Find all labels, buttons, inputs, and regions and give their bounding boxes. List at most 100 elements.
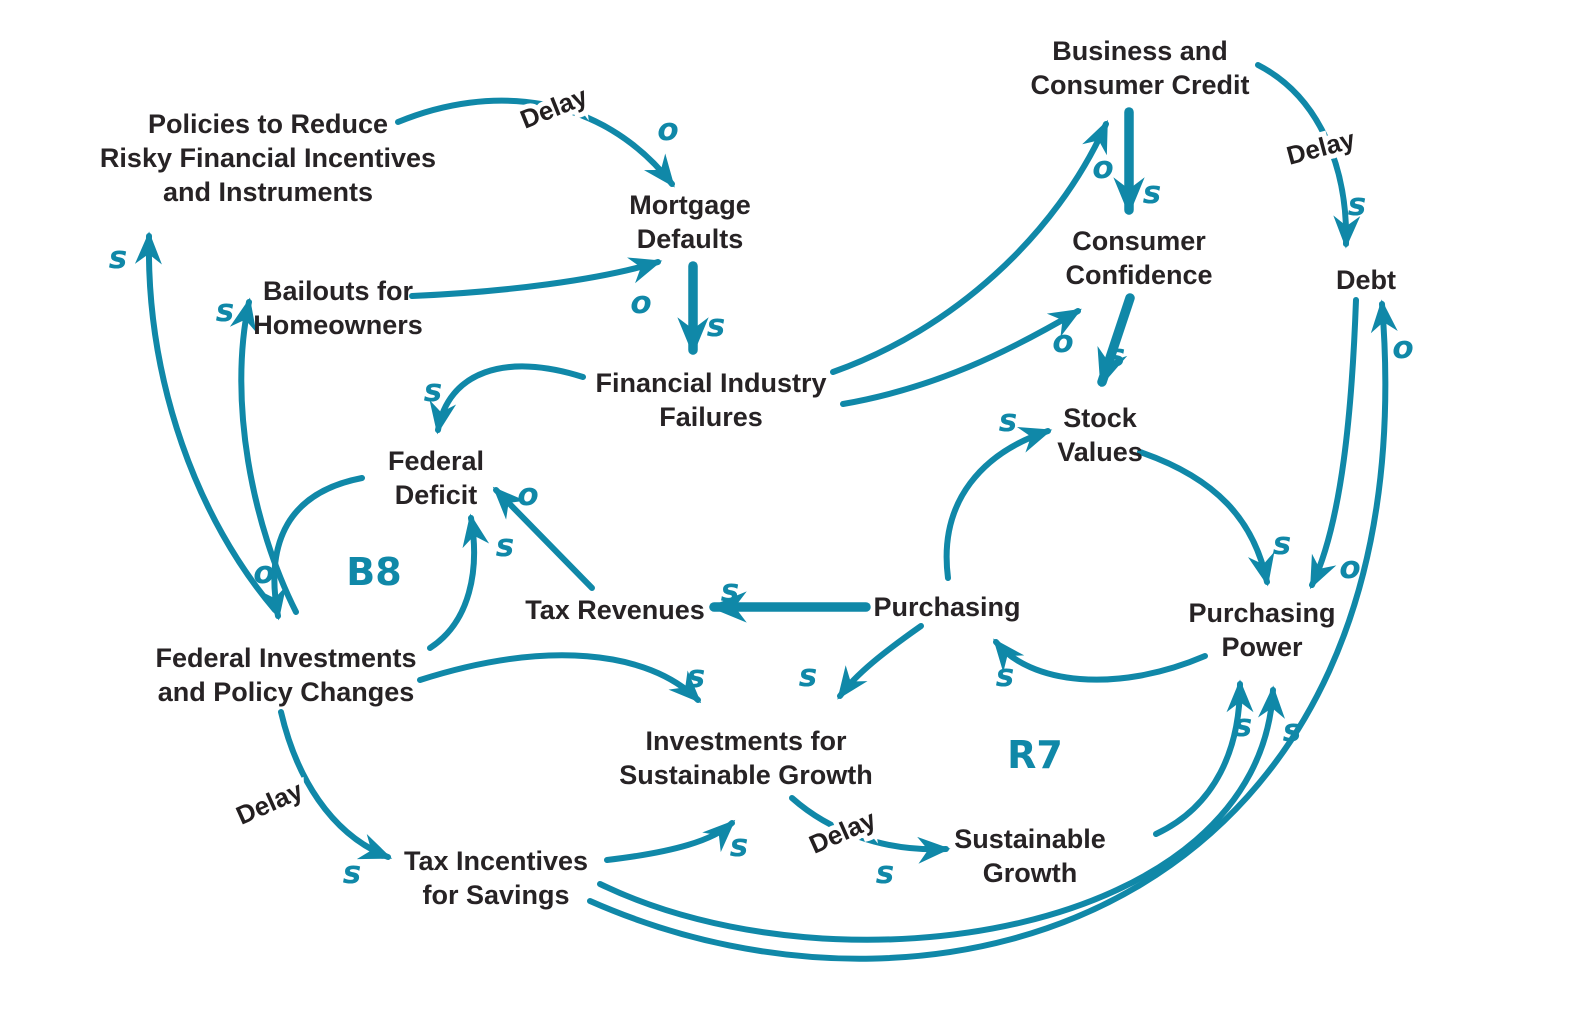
edge-deficit-to-fedinv: [259, 475, 365, 621]
delay-label-fedinv-taxinc: Delay: [232, 775, 308, 831]
node-sustainable-growth: Sustainable Growth: [954, 822, 1106, 890]
polarity-credit-confidence-s: s: [1143, 175, 1161, 211]
edge-taxinc-to-investments: [604, 819, 736, 863]
node-investments-sustainable-growth: Investments for Sustainable Growth: [619, 724, 873, 792]
node-debt-line: Debt: [1336, 265, 1396, 295]
polarity-fedinv-taxinc-s: s: [343, 855, 361, 891]
polarity-failures-deficit-s: s: [424, 373, 442, 409]
polarity-taxinc-debt-o: o: [1392, 330, 1413, 366]
node-purchasing-power: Purchasing Power: [1188, 596, 1335, 664]
node-bailouts-line: Bailouts for: [262, 276, 414, 306]
node-stock-values: Stock Values: [1057, 401, 1143, 469]
node-policies: Policies to Reduce Risky Financial Incen…: [100, 107, 436, 209]
edge-failures-to-deficit: [429, 363, 586, 435]
node-stock-values-line: Stock: [1063, 403, 1137, 433]
polarity-taxinc-investments-s: s: [730, 828, 748, 864]
edge-fedinv-to-deficit: [427, 513, 490, 651]
edge-bailouts-to-mortgage: [409, 257, 663, 299]
node-investments-sustainable-growth-line: Investments for: [645, 726, 847, 756]
delay-label-credit-debt: Delay: [1283, 124, 1358, 171]
node-sustainable-growth-line: Growth: [982, 858, 1078, 888]
edge-stock-to-power: [1137, 449, 1275, 587]
edge-failures-to-confidence: [840, 308, 1082, 407]
node-tax-incentives: Tax Incentives for Savings: [404, 844, 588, 912]
polarity-taxinc-power-s: s: [1283, 713, 1301, 749]
edge-failures-to-credit: [830, 119, 1109, 375]
polarity-purchasing-revenues-s: s: [721, 573, 739, 609]
edge-purchasing-to-investments: [837, 623, 924, 700]
node-consumer-confidence-line: Consumer: [1072, 226, 1206, 256]
delay-label-policies-mortgage: Delay: [516, 81, 592, 135]
edge-debt-to-power: [1309, 297, 1359, 590]
node-policies-line: Policies to Reduce: [147, 109, 389, 139]
node-mortgage-defaults-line: Mortgage: [629, 190, 751, 220]
polarity-fedinv-bailouts-s: s: [216, 293, 234, 329]
node-bailouts-line: Homeowners: [253, 310, 423, 340]
polarity-purchasing-stock-s: s: [999, 403, 1017, 439]
edge-taxinc-to-power: [597, 685, 1285, 943]
polarity-mortgage-failures-s: s: [707, 308, 725, 344]
delay-label-investments-sustainable: Delay: [805, 804, 881, 860]
node-tax-revenues-line: Tax Revenues: [525, 595, 705, 625]
polarity-investments-sustainable-s: s: [876, 855, 894, 891]
node-mortgage-defaults-line: Defaults: [636, 224, 744, 254]
loop-label-b8: B8: [346, 550, 401, 594]
node-tax-incentives-line: Tax Incentives: [403, 846, 589, 876]
edge-fedinv-to-bailouts: [229, 297, 299, 615]
node-federal-deficit-line: Deficit: [394, 480, 478, 510]
polarity-power-purchasing-s: s: [996, 658, 1014, 694]
polarity-failures-confidence-o: o: [1052, 324, 1073, 360]
node-purchasing-power-line: Power: [1221, 632, 1303, 662]
node-debt: Debt: [1336, 263, 1396, 297]
node-policies-line: and Instruments: [162, 177, 374, 207]
node-federal-investments-line: Federal Investments: [155, 643, 417, 673]
node-stock-values-line: Values: [1057, 437, 1143, 467]
node-financial-industry-failures-line: Financial Industry: [595, 368, 827, 398]
node-purchasing-power-line: Purchasing: [1188, 598, 1336, 628]
edge-sustainable-to-power: [1153, 679, 1254, 837]
node-tax-revenues: Tax Revenues: [525, 593, 705, 627]
polarity-deficit-fedinv-o: o: [253, 555, 274, 591]
loop-label-r7: R7: [1007, 733, 1063, 777]
node-federal-deficit-line: Federal: [387, 446, 485, 476]
edge-revenues-to-deficit: [492, 486, 595, 591]
polarity-stock-power-s: s: [1273, 526, 1291, 562]
node-consumer-confidence-line: Confidence: [1065, 260, 1213, 290]
edge-credit-to-debt: [1255, 62, 1361, 249]
polarity-policies-mortgage-o: o: [657, 112, 678, 148]
node-financial-industry-failures-line: Failures: [659, 402, 763, 432]
polarity-debt-power-o: o: [1339, 550, 1360, 586]
node-financial-industry-failures: Financial Industry Failures: [595, 366, 826, 434]
edge-confidence-to-stock: [1097, 293, 1135, 387]
node-sustainable-growth-line: Sustainable: [954, 824, 1106, 854]
polarity-purchasing-investments-s: s: [799, 658, 817, 694]
node-bailouts: Bailouts for Homeowners: [253, 274, 423, 342]
node-federal-investments-line: and Policy Changes: [157, 677, 415, 707]
node-purchasing-line: Purchasing: [873, 592, 1021, 622]
node-business-consumer-credit-line: Business and: [1052, 36, 1228, 66]
edge-purchasing-to-stock: [943, 426, 1053, 581]
node-investments-sustainable-growth-line: Sustainable Growth: [619, 760, 873, 790]
polarity-confidence-stock-s: s: [1107, 338, 1125, 374]
polarity-sustainable-power-s: s: [1234, 708, 1252, 744]
node-consumer-confidence: Consumer Confidence: [1065, 224, 1212, 292]
edge-fedinv-to-policies: [134, 231, 278, 613]
polarity-fedinv-deficit-s: s: [496, 528, 514, 564]
node-business-consumer-credit: Business and Consumer Credit: [1030, 34, 1249, 102]
edge-fedinv-to-investments: [417, 652, 702, 704]
edge-power-to-purchasing: [993, 638, 1208, 683]
node-tax-incentives-line: for Savings: [422, 880, 570, 910]
polarity-revenues-deficit-o: o: [517, 477, 538, 513]
polarity-fedinv-investments-s: s: [687, 659, 705, 695]
polarity-bailouts-mortgage-o: o: [630, 285, 651, 321]
polarity-failures-credit-o: o: [1092, 150, 1113, 186]
node-mortgage-defaults: Mortgage Defaults: [629, 188, 751, 256]
node-federal-deficit: Federal Deficit: [388, 444, 484, 512]
node-purchasing: Purchasing: [873, 590, 1020, 624]
node-policies-line: Risky Financial Incentives: [99, 143, 437, 173]
polarity-fedinv-policies-s: s: [109, 240, 127, 276]
edge-investments-to-sustainable: [789, 795, 951, 864]
edge-policies-to-mortgage: [395, 97, 675, 188]
polarity-credit-debt-s: s: [1348, 187, 1366, 223]
